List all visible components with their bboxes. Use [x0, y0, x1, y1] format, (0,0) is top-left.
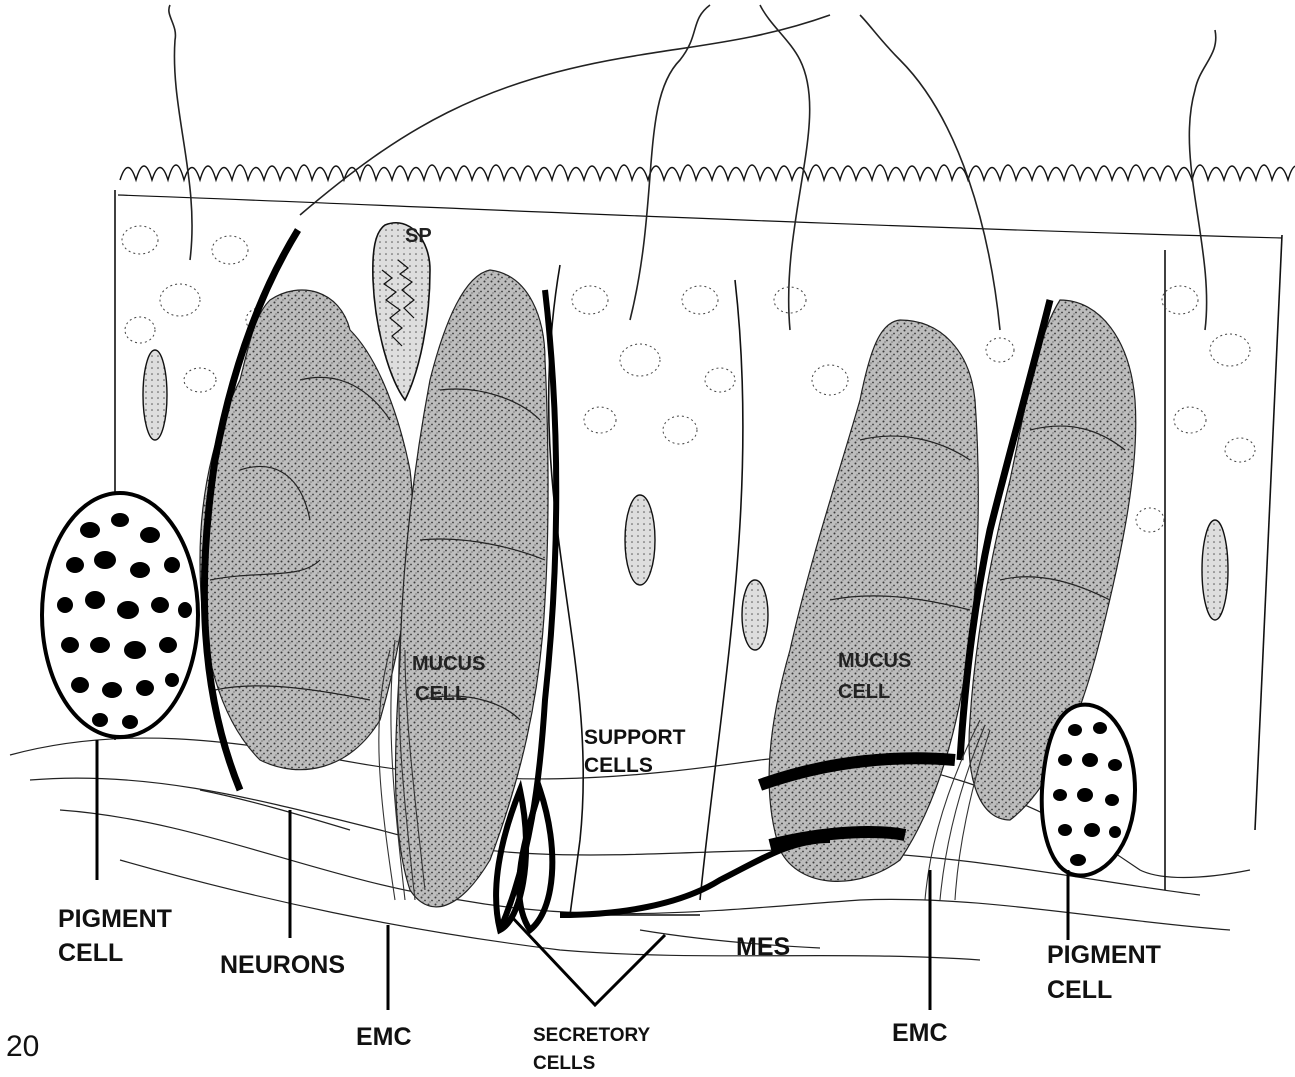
- microvilli-border: [120, 165, 1295, 180]
- pigment-cell-right-label-1: PIGMENT: [1047, 942, 1161, 968]
- mucus-cell-left-label-1: MUCUS: [412, 654, 485, 675]
- figure-number: 20: [6, 1030, 39, 1064]
- mucus-cell-right-label-1: MUCUS: [838, 651, 911, 672]
- emc-right-label: EMC: [892, 1020, 948, 1046]
- mes-label: MES: [736, 934, 790, 960]
- apical-surface: [118, 195, 1282, 238]
- secretory-cells-label-1: SECRETORY: [533, 1026, 650, 1046]
- pigment-cell-right: [1042, 705, 1135, 876]
- pigment-cell-left: [42, 493, 198, 737]
- support-cells-label-2: CELLS: [584, 755, 653, 777]
- pigment-cell-left-label-1: PIGMENT: [58, 906, 172, 932]
- emc-left-label: EMC: [356, 1024, 412, 1050]
- sp-structure: [373, 223, 430, 400]
- mucus-cell-left-label-2: CELL: [415, 684, 467, 705]
- mucus-cell-right-label-2: CELL: [838, 682, 890, 703]
- secretory-cells-label-2: CELLS: [533, 1054, 595, 1074]
- pigment-cell-left-label-2: CELL: [58, 940, 123, 966]
- support-cells-label-1: SUPPORT: [584, 727, 686, 749]
- neurons-label: NEURONS: [220, 952, 345, 978]
- sp-label: SP: [405, 226, 432, 247]
- pigment-cell-right-label-2: CELL: [1047, 977, 1112, 1003]
- cilia: [169, 5, 1216, 330]
